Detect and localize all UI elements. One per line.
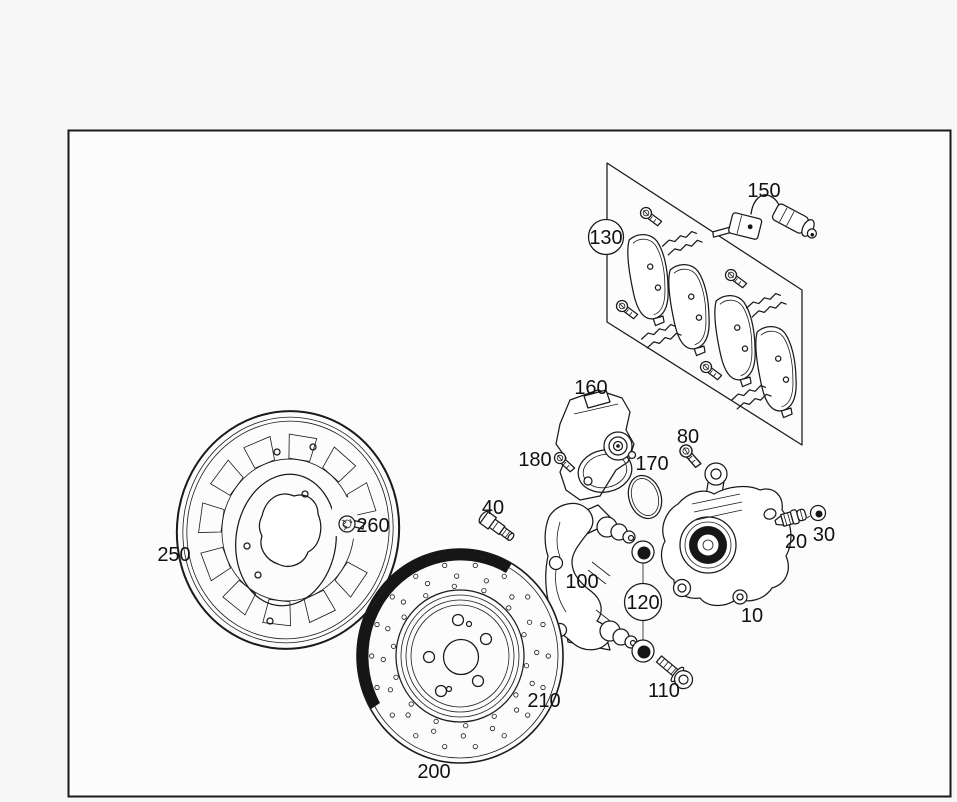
brake-pads-kit-box <box>606 162 803 446</box>
brake-caliper-drawing <box>660 462 792 607</box>
callout-170-label[interactable]: 170 <box>635 453 668 475</box>
callout-130-label[interactable]: 130 <box>589 227 622 249</box>
callout-10-label[interactable]: 10 <box>741 605 763 627</box>
brake-pad-wear-sensor-drawing <box>712 194 818 240</box>
o-ring-drawing <box>627 474 663 520</box>
shield-screw-drawing <box>338 515 365 533</box>
callout-150-label[interactable]: 150 <box>747 180 780 202</box>
callout-130[interactable]: 130 <box>587 218 625 256</box>
callout-260-label[interactable]: 260 <box>356 515 389 537</box>
callout-180-label[interactable]: 180 <box>518 449 551 471</box>
callout-120[interactable]: 120 <box>623 582 663 622</box>
callouts-layer: 130 120 150 160 180 170 80 20 30 10 100 … <box>157 180 835 783</box>
callout-110-label[interactable]: 110 <box>648 680 680 702</box>
callout-200-label[interactable]: 200 <box>417 761 450 783</box>
callout-80-label[interactable]: 80 <box>677 426 699 448</box>
callout-100-label[interactable]: 100 <box>565 571 598 593</box>
mount-bolt-drawing <box>478 510 515 541</box>
bleed-screw-cap-drawing <box>806 504 827 522</box>
brake-disc-drawing <box>356 548 564 764</box>
parking-brake-actuator-drawing <box>555 389 637 501</box>
callout-250-label[interactable]: 250 <box>157 544 190 566</box>
splash-shield-drawing <box>175 410 401 650</box>
callout-40-label[interactable]: 40 <box>482 497 504 519</box>
callout-160-label[interactable]: 160 <box>574 377 607 399</box>
callout-20-label[interactable]: 20 <box>785 531 807 553</box>
guide-pin-caps-drawing <box>631 540 655 663</box>
callout-30-label[interactable]: 30 <box>813 524 835 546</box>
callout-210-label[interactable]: 210 <box>527 690 560 712</box>
guide-bolt-drawing <box>655 655 694 690</box>
bleed-screw-drawing <box>774 508 807 527</box>
callout-120-label[interactable]: 120 <box>626 592 659 614</box>
